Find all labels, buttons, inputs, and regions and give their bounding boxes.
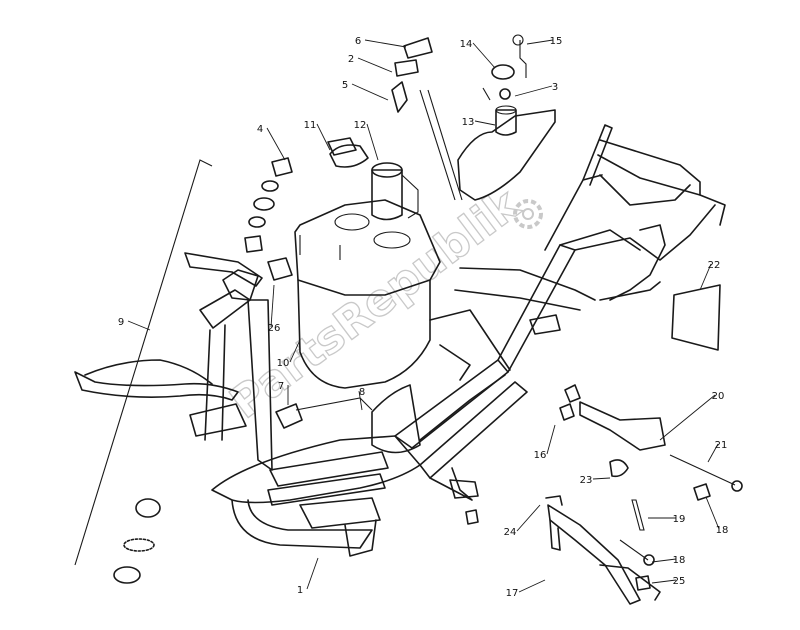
callout-leader-2: [357, 57, 393, 73]
callout-leader-1: [306, 557, 319, 590]
callout-number-25: 25: [673, 576, 686, 587]
callout-number-2: 2: [348, 54, 354, 65]
callout-number-16: 16: [534, 450, 547, 461]
callout-number-11: 11: [304, 120, 317, 131]
callout-number-14: 14: [460, 39, 473, 50]
callout-number-4: 4: [257, 124, 263, 135]
callout-leader-15: [526, 39, 554, 45]
callout-leader-21: [707, 443, 719, 463]
scooter-frame: [74, 124, 726, 557]
watermark: PartsRepublik: [220, 177, 543, 429]
callout-leader-5: [351, 83, 389, 101]
callout-number-17: 17: [506, 588, 519, 599]
callout-number-19: 19: [673, 514, 686, 525]
callout-leader-3: [514, 85, 553, 97]
callout-leader-24: [516, 504, 541, 532]
callout-leader-9: [127, 320, 151, 331]
callout-leader-20: [659, 394, 716, 441]
callout-leader-23: [592, 477, 611, 480]
callout-number-18: 18: [673, 555, 686, 566]
callout-leader-18: [651, 558, 677, 563]
callout-leader-14: [472, 42, 496, 69]
callout-leader-22: [699, 263, 712, 291]
callout-leader-11: [316, 123, 331, 151]
callout-number-15: 15: [550, 36, 563, 47]
callout-leader-13: [474, 120, 496, 126]
callout-number-12: 12: [354, 120, 367, 131]
callout-number-23: 23: [580, 475, 593, 486]
callout-leader-17: [518, 579, 546, 593]
callout-number-9: 9: [118, 317, 124, 328]
small-parts: [74, 37, 743, 605]
callout-number-6: 6: [355, 36, 361, 47]
oil-tank: [457, 34, 556, 201]
callout-number-8: 8: [359, 387, 365, 398]
callout-leader-25: [651, 579, 677, 584]
callout-leader-6: [364, 39, 407, 48]
callout-leader-4: [266, 127, 286, 161]
callout-number-20: 20: [712, 391, 725, 402]
callout-number-5: 5: [342, 80, 348, 91]
callout-number-26: 26: [268, 323, 281, 334]
callout-number-7: 7: [278, 381, 284, 392]
callout-number-1: 1: [297, 585, 303, 596]
fuel-tank: [294, 162, 441, 389]
callout-number-22: 22: [708, 260, 721, 271]
callout-leader-16: [546, 424, 556, 455]
callout-number-13: 13: [462, 117, 475, 128]
callout-number-21: 21: [715, 440, 728, 451]
callout-leader-8: [358, 390, 363, 411]
callout-leader-10: [289, 339, 301, 363]
callout-number-24: 24: [504, 527, 517, 538]
callout-leader-12: [366, 123, 379, 161]
callout-leader-26: [270, 284, 275, 328]
callout-leader-18: [705, 496, 720, 530]
callout-number-10: 10: [277, 358, 290, 369]
callout-number-3: 3: [552, 82, 558, 93]
callout-number-18: 18: [716, 525, 729, 536]
gear-icon: [513, 199, 543, 229]
